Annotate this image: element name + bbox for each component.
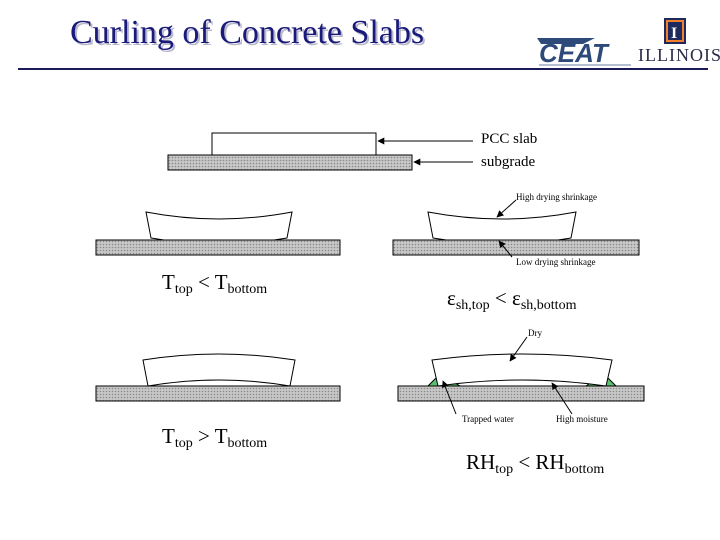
illinois-i-logo: I xyxy=(664,18,686,44)
pcc-slab-label: PCC slab xyxy=(481,131,538,147)
high-drying-shrinkage-label: High drying shrinkage xyxy=(516,192,597,202)
low-shrink-arrow xyxy=(498,240,513,258)
warped-slab-1 xyxy=(142,353,296,387)
title-divider xyxy=(18,68,708,70)
dry-arrow xyxy=(509,336,528,362)
subgrade-1 xyxy=(95,239,341,256)
curled-slab-1 xyxy=(145,211,293,245)
high-moisture-arrow xyxy=(551,382,573,415)
subgrade-2 xyxy=(392,239,640,256)
ceat-logo-text: CEAT xyxy=(539,38,610,68)
ceat-logo: CEAT xyxy=(537,38,631,68)
humidity-relation: RHtop < RHbottom xyxy=(466,450,605,477)
high-shrink-arrow xyxy=(496,199,517,218)
high-moisture-label: High moisture xyxy=(556,414,608,424)
slide-title: Curling of Concrete Slabs xyxy=(70,14,425,51)
dry-label: Dry xyxy=(528,328,542,338)
subgrade-3 xyxy=(95,385,341,402)
illinois-i-mark: I xyxy=(671,25,677,42)
illinois-wordmark: ILLINOIS xyxy=(638,45,720,65)
warped-slab-2 xyxy=(431,353,613,387)
temperature-relation-1: Ttop < Tbottom xyxy=(162,270,268,297)
subgrade-flat xyxy=(167,154,413,171)
pcc-slab-flat xyxy=(211,132,377,156)
low-drying-shrinkage-label: Low drying shrinkage xyxy=(516,257,596,267)
trapped-water-label: Trapped water xyxy=(462,414,514,424)
subgrade-label: subgrade xyxy=(481,154,536,170)
trapped-water-arrow xyxy=(442,380,457,415)
shrinkage-relation: εsh,top < εsh,bottom xyxy=(447,286,577,313)
subgrade-4 xyxy=(397,385,645,402)
temperature-relation-2: Ttop > Tbottom xyxy=(162,424,268,451)
curled-slab-2 xyxy=(427,211,577,245)
